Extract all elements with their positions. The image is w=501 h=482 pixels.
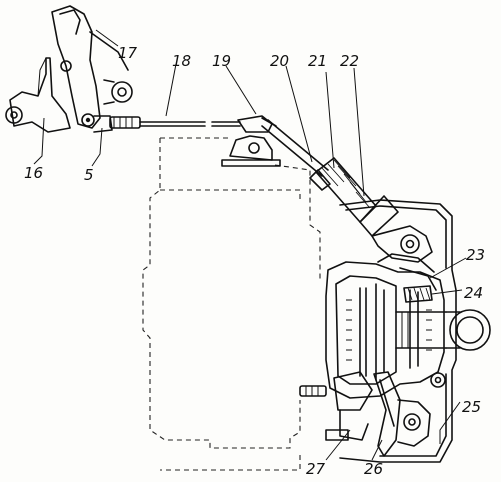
label-24: 24 — [464, 284, 483, 302]
label-27: 27 — [306, 460, 326, 478]
leader-lines — [33, 29, 467, 461]
label-21: 21 — [308, 52, 327, 70]
pivot-bracket-19 — [221, 115, 281, 167]
rod-18 — [139, 121, 241, 127]
label-19: 19 — [212, 52, 231, 70]
label-20: 20 — [270, 52, 289, 70]
pedal-lever — [5, 5, 141, 133]
label-23: 23 — [466, 246, 485, 264]
label-26: 26 — [364, 460, 383, 478]
label-22: 22 — [340, 52, 359, 70]
release-fork — [299, 371, 446, 457]
callout-labels: 17 18 19 20 21 22 16 5 23 24 25 27 26 — [24, 44, 485, 478]
adjuster-22 — [359, 195, 433, 263]
label-5: 5 — [84, 166, 94, 184]
label-25: 25 — [462, 398, 481, 416]
label-18: 18 — [172, 52, 191, 70]
clutch-housing — [325, 199, 491, 463]
label-17: 17 — [118, 44, 138, 62]
label-16: 16 — [24, 164, 43, 182]
housing-outline — [142, 137, 321, 471]
